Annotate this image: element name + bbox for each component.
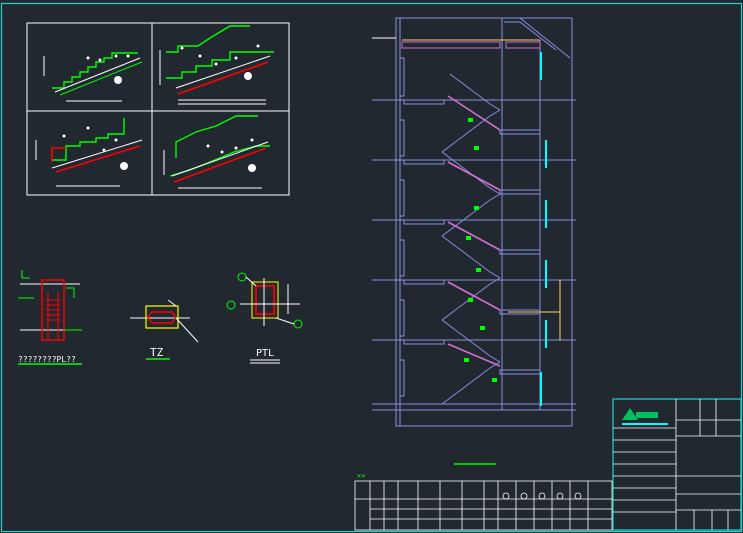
stair-section-elevation [372, 17, 576, 465]
detail-c-label: ????????PL?? [18, 355, 76, 364]
detail-b-label: PTL [256, 348, 274, 359]
stair-detail-3 [35, 118, 143, 187]
stair-detail-4 [163, 115, 270, 189]
stair-detail-panel [26, 22, 290, 196]
revision-table [354, 480, 613, 531]
ptl-section-detail: PTL [226, 272, 303, 364]
tz-section-detail: TZ [130, 299, 199, 360]
column-section-detail: ????????PL?? [18, 270, 82, 365]
stair-detail-2 [159, 25, 274, 105]
table-title: ×× [357, 472, 365, 480]
detail-a-label: TZ [150, 346, 164, 359]
title-block [612, 398, 742, 531]
company-logo-icon [622, 408, 638, 420]
stair-detail-1 [43, 52, 143, 102]
